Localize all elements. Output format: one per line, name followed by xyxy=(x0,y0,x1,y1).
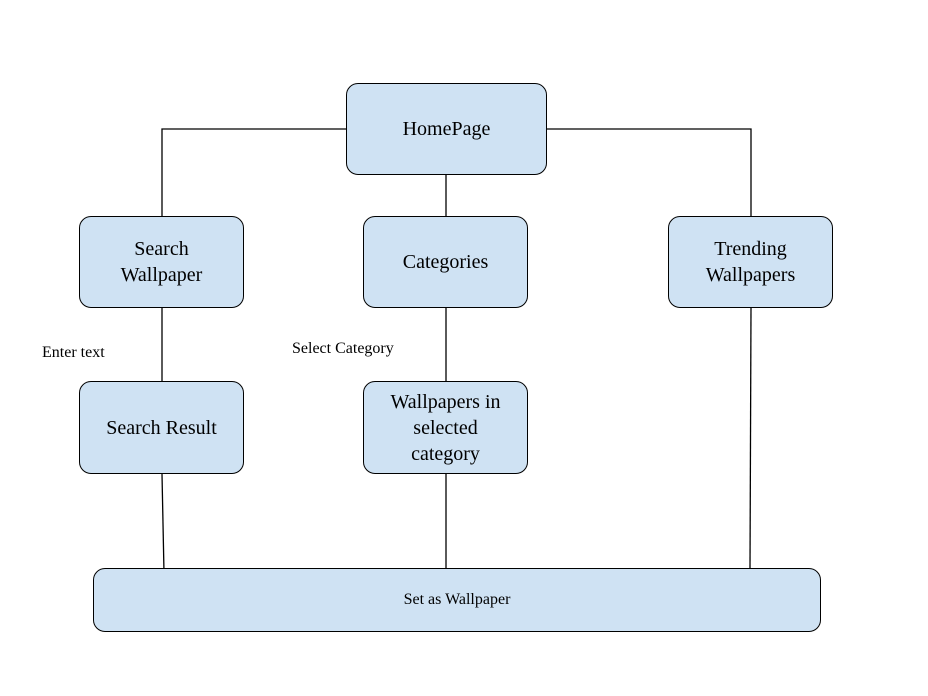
homepage-node: HomePage xyxy=(346,83,547,175)
connector-trending-wallpapers-to-set-wallpaper xyxy=(749,307,752,569)
edge-label-enter-text: Enter text xyxy=(42,344,105,361)
search-wallpaper-node: Search Wallpaper xyxy=(79,216,244,308)
wallpapers-in-category-node: Wallpapers in selected category xyxy=(363,381,528,474)
connector-search-result-to-set-wallpaper xyxy=(161,473,165,574)
set-as-wallpaper-node: Set as Wallpaper xyxy=(93,568,821,632)
edge-label-select-category: Select Category xyxy=(292,340,394,357)
search-result-node: Search Result xyxy=(79,381,244,474)
trending-wallpapers-node: Trending Wallpapers xyxy=(668,216,833,308)
categories-node: Categories xyxy=(363,216,528,308)
connector-homepage-to-trending-wallpapers xyxy=(547,128,752,216)
connector-homepage-to-search-wallpaper xyxy=(161,128,346,216)
